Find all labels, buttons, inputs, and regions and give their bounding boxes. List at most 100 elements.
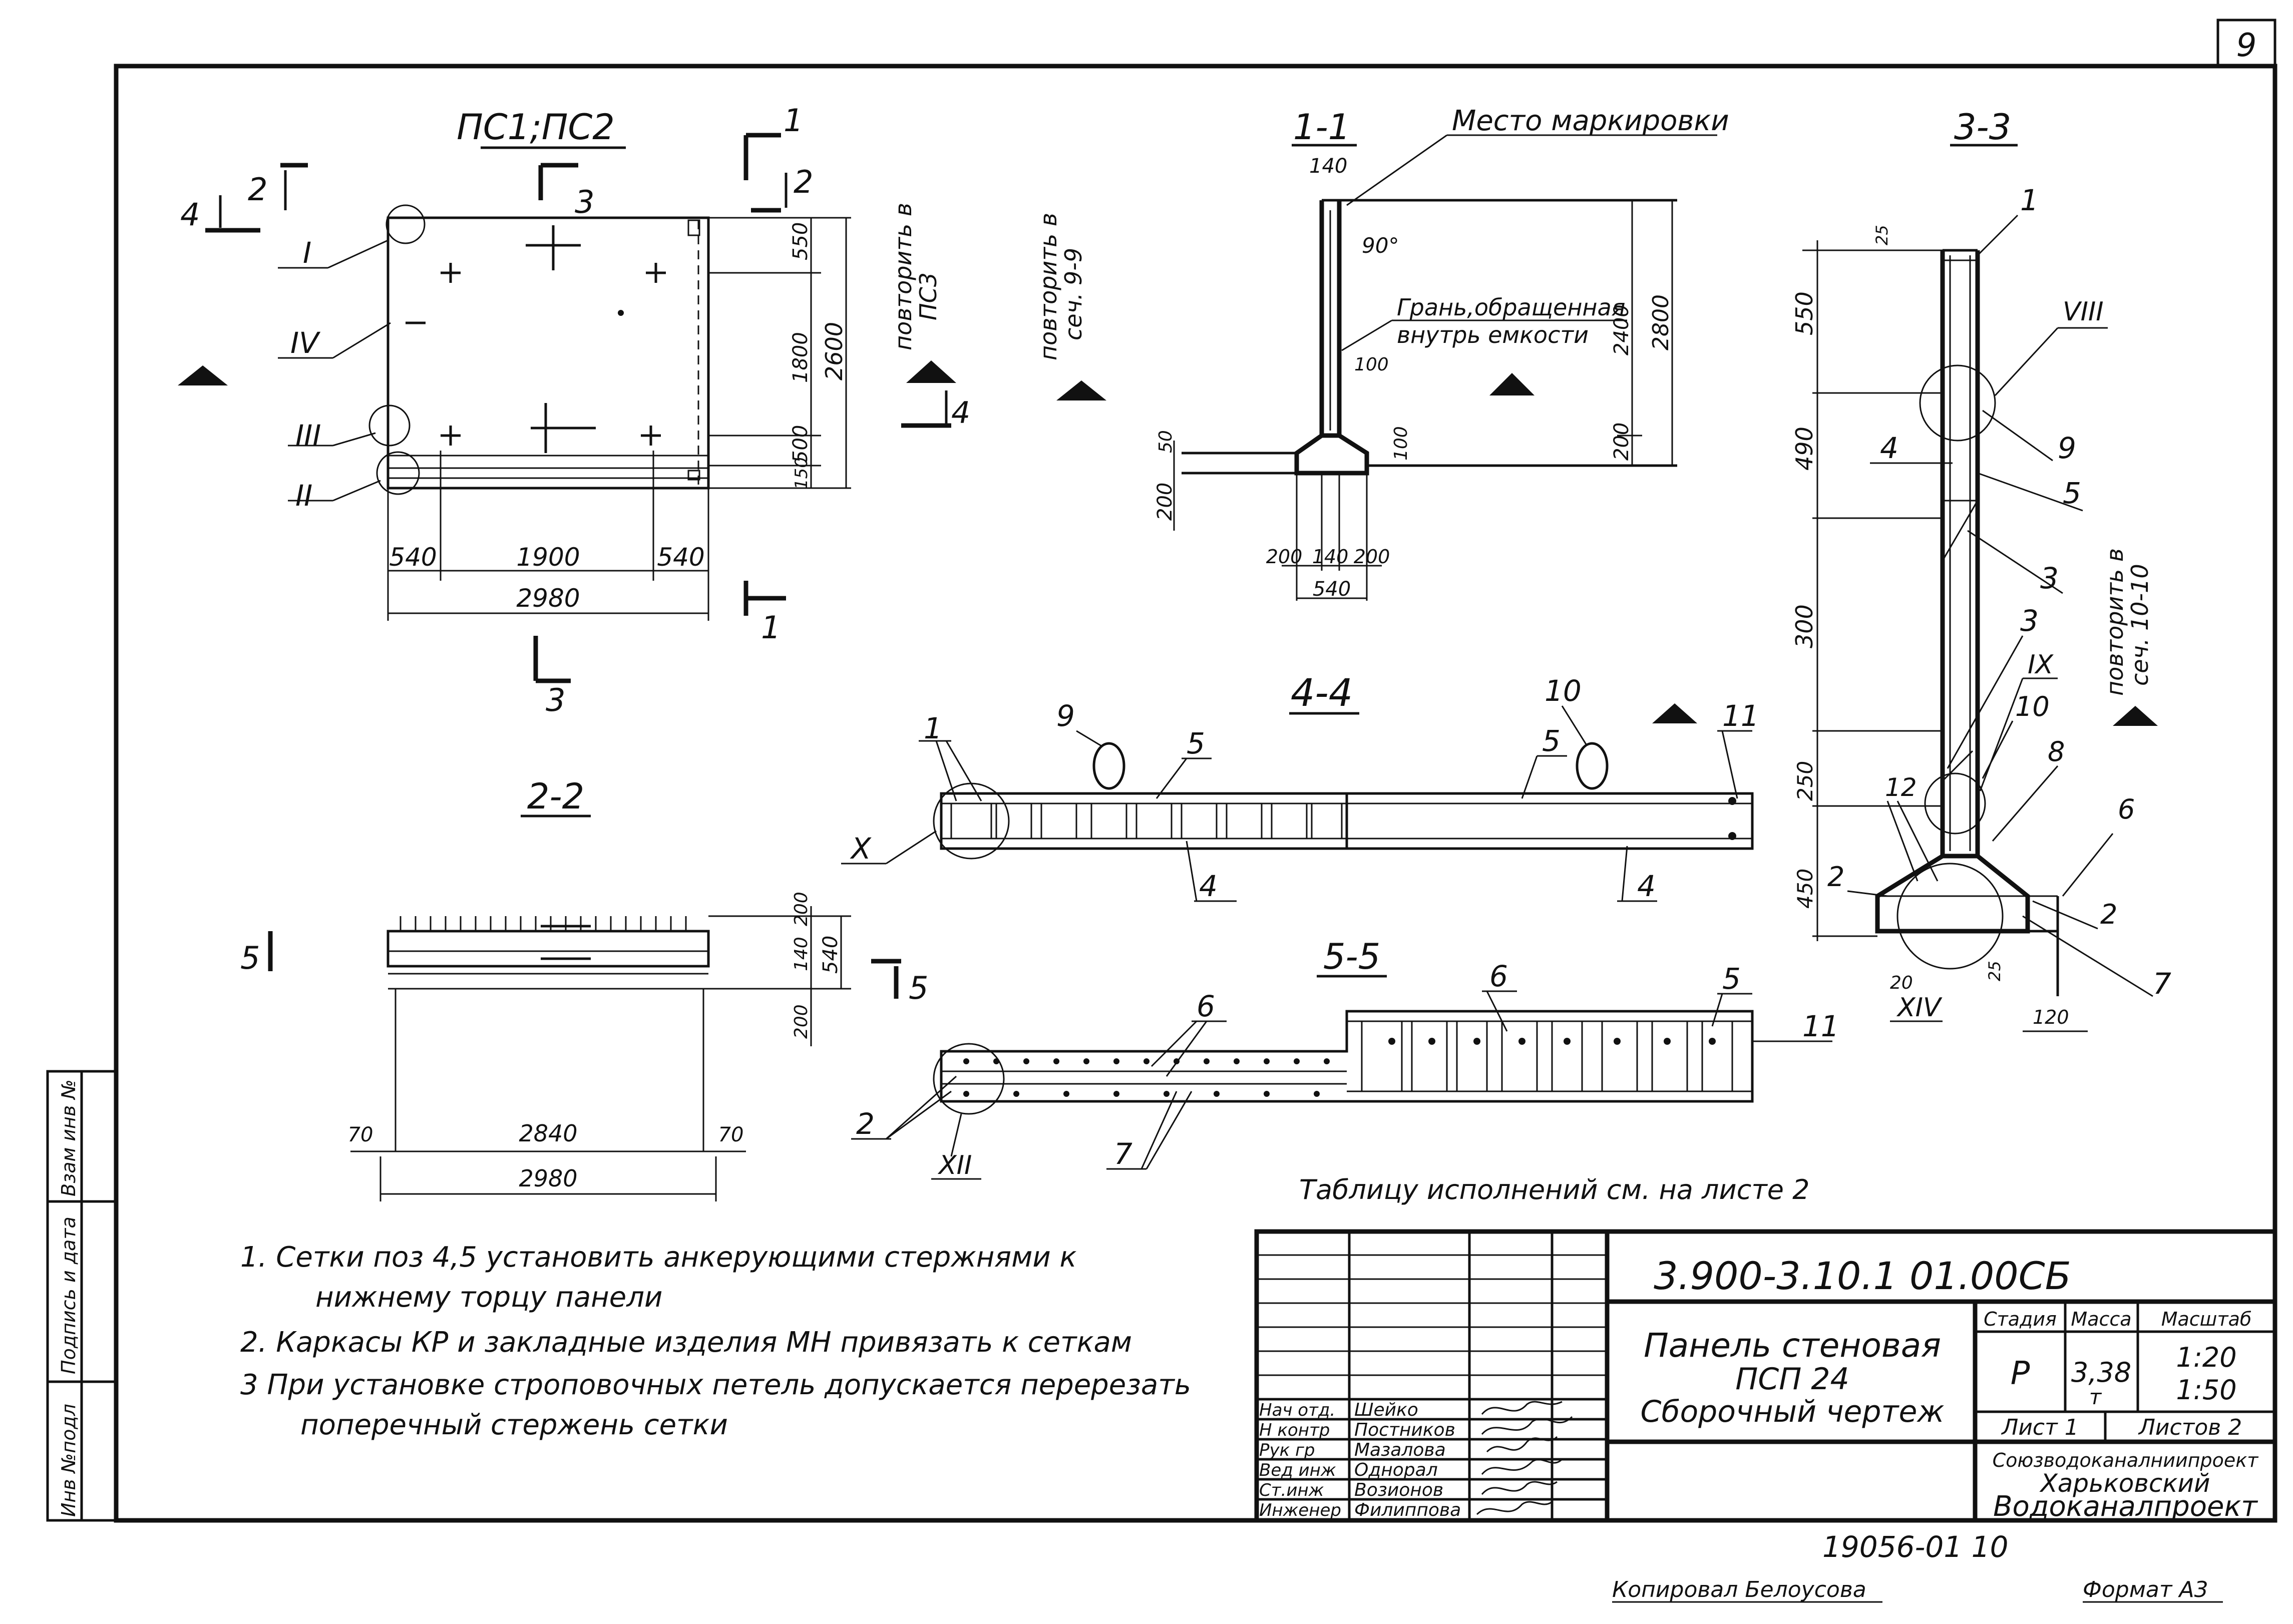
- section-4-4-callout-x: X: [850, 832, 872, 866]
- section-3-3-callout-xiv: XIV: [1896, 993, 1943, 1023]
- footer-inventory: 19056-01 10: [1822, 1530, 2008, 1564]
- section-1-1-dim-bottom-total: 540: [1313, 578, 1351, 601]
- tb-name-4: Однорал: [1354, 1460, 1438, 1480]
- tb-stage: Р: [2011, 1355, 2030, 1392]
- tb-role-6: Инженер: [1259, 1500, 1341, 1520]
- plan-repeat-note-b: повторить в: [1035, 213, 1062, 360]
- section-3-3-pos-8: 8: [2048, 736, 2065, 767]
- tb-mass-unit: т: [2089, 1385, 2102, 1409]
- section-1-1-dim-right-2: 200: [1610, 423, 1633, 461]
- tb-org-1: Союзводоканалниипроект: [1993, 1449, 2259, 1471]
- plan-marker-4-left: 4: [180, 196, 200, 233]
- tb-role-4: Вед инж: [1259, 1460, 1336, 1480]
- section-3-3-pos-12: 12: [1885, 773, 1917, 802]
- plan-dim-bottom-1: 540: [389, 543, 437, 572]
- tb-name-1: Шейко: [1354, 1400, 1418, 1420]
- section-3-3-pos-4: 4: [1880, 431, 1898, 465]
- section-3-3-pos-1: 1: [2020, 183, 2039, 217]
- section-4-4-pos-5a: 5: [1187, 726, 1205, 760]
- note-1-cont: нижнему торцу панели: [315, 1281, 662, 1314]
- plan-repeat-note-a: повторить в: [890, 203, 917, 350]
- section-1-1-top-dim: 140: [1309, 155, 1347, 178]
- plan-dim-total-width: 2980: [516, 584, 580, 613]
- view-section-3-3: 3-3 550 490 300 250 450 25 20: [1791, 107, 2171, 1032]
- section-2-2-dim-bottom-2: 2840: [519, 1120, 577, 1147]
- section-1-1-dim-right-total: 2800: [1648, 294, 1674, 350]
- section-1-1-dim-mid: 100: [1354, 354, 1389, 375]
- section-2-2-marker-right: 5: [909, 970, 928, 1006]
- section-5-5-pos-6b: 6: [1489, 959, 1508, 993]
- section-3-3-repeat-note2: сеч. 10-10: [2126, 564, 2153, 686]
- footer-format: Формат А3: [2083, 1577, 2208, 1602]
- section-3-3-title: 3-3: [1954, 107, 2011, 148]
- sheet-number: 9: [2236, 27, 2257, 64]
- plan-callout-ii: II: [295, 479, 312, 513]
- drawing-frame: [114, 64, 2277, 1523]
- footer-copied: Копировал Белоусова: [1612, 1577, 1866, 1602]
- tb-scale-label: Масштаб: [2161, 1308, 2252, 1330]
- section-1-1-angle: 90°: [1362, 233, 1399, 258]
- section-2-2-dim-bottom-3: 70: [718, 1123, 744, 1146]
- side-stamp-sign: Подпись и дата: [58, 1216, 80, 1374]
- section-4-4-pos-10: 10: [1545, 674, 1582, 708]
- tb-org-3: Водоканалпроект: [1993, 1490, 2258, 1523]
- section-1-1-dim-left-2: 200: [1154, 483, 1177, 521]
- plan-marker-1-bottom: 1: [761, 609, 781, 646]
- plan-triangle-mark: [178, 365, 228, 385]
- section-5-5-title: 5-5: [1323, 936, 1380, 977]
- section-1-1-dim-mid2: 100: [1391, 426, 1411, 461]
- side-stamp-replace: Взам инв №: [58, 1079, 80, 1196]
- section-3-3-dim-bottom-3: 120: [2033, 1006, 2069, 1028]
- section-1-1-dim-bottom-3: 200: [1354, 546, 1390, 568]
- plan-dim-right-4: 150: [792, 457, 812, 490]
- section-1-1-dim-bottom-2: 140: [1312, 546, 1349, 568]
- plan-dim-bottom-3: 540: [657, 543, 704, 572]
- section-2-2-dim-total: 2980: [519, 1165, 577, 1192]
- tb-sheets: Листов 2: [2138, 1415, 2242, 1440]
- view-section-2-2: 2-2 5 5 200: [240, 776, 928, 1201]
- tb-name-3: Мазалова: [1354, 1440, 1446, 1460]
- section-5-5-pos-5: 5: [1722, 962, 1741, 996]
- tb-name-5: Возионов: [1354, 1480, 1443, 1500]
- section-2-2-dim-right-1: 200: [791, 892, 812, 926]
- section-3-3-dim-bottom-2: 25: [1985, 961, 2004, 981]
- section-3-3-pos-3a: 3: [2040, 561, 2059, 595]
- section-5-5-pos-7: 7: [1114, 1137, 1132, 1171]
- section-1-1-title: 1-1: [1293, 107, 1350, 148]
- tb-document-code: 3.900-3.10.1 01.00СБ: [1654, 1254, 2071, 1298]
- section-2-2-dim-right-total: 540: [819, 936, 842, 974]
- plan-triangle-mark-2: [906, 360, 956, 383]
- section-3-3-dim-left-2: 490: [1791, 427, 1818, 471]
- tb-name-line2: ПСП 24: [1735, 1362, 1849, 1397]
- section-4-4-pos-9: 9: [1056, 699, 1075, 733]
- section-4-4-pos-5b: 5: [1542, 724, 1561, 758]
- plan-callout-iii: III: [295, 419, 321, 453]
- plan-dim-total-height: 2600: [821, 322, 848, 380]
- section-3-3-pos-3b: 3: [2020, 604, 2039, 638]
- section-2-2-dim-right-2: 140: [791, 937, 812, 971]
- tb-stage-label: Стадия: [1984, 1308, 2057, 1330]
- section-4-4-pos-4b: 4: [1637, 869, 1656, 903]
- tb-scale-2: 1:50: [2176, 1374, 2236, 1406]
- tb-role-1: Нач отд.: [1259, 1400, 1335, 1420]
- plan-marker-2-right: 2: [794, 164, 813, 200]
- section-1-1-face-label-2: внутрь емкости: [1397, 321, 1589, 348]
- section-3-3-dim-left-1: 550: [1791, 291, 1818, 335]
- tb-mass: 3,38: [2071, 1357, 2131, 1388]
- section-5-5-callout-xii: XII: [937, 1150, 972, 1180]
- section-3-3-callout-viii: VIII: [2063, 297, 2104, 327]
- section-1-1-leader-label: Место маркировки: [1452, 105, 1729, 137]
- section-1-1-dim-bottom-1: 200: [1266, 546, 1303, 568]
- tb-mass-label: Масса: [2071, 1308, 2131, 1330]
- section-3-3-pos-2a: 2: [1827, 861, 1844, 893]
- tb-name-6: Филиппова: [1354, 1500, 1461, 1520]
- plan-marker-1-top: 1: [784, 102, 803, 139]
- section-3-3-pos-9: 9: [2058, 431, 2076, 465]
- section-3-3-dim-left-5: 450: [1793, 869, 1817, 909]
- tb-role-2: Н контр: [1259, 1420, 1330, 1440]
- plan-marker-3-bottom: 3: [546, 682, 565, 718]
- plan-callout-i: I: [303, 236, 311, 270]
- section-3-3-dim-left-4: 250: [1793, 761, 1817, 801]
- section-2-2-dim-right-3: 200: [791, 1004, 812, 1039]
